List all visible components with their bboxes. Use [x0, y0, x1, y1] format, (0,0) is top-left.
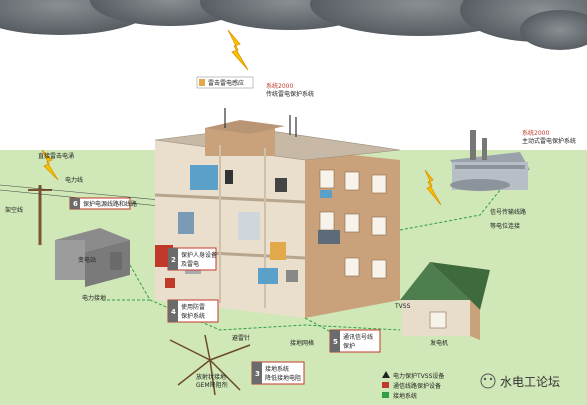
system-left-line2: 传统雷电保护系统	[266, 90, 314, 98]
box-2-line1: 保护人身设备	[181, 251, 217, 259]
box-4: 4 使用防雷 保护系统	[167, 299, 219, 323]
label-ground-power: 电力接地	[82, 294, 106, 302]
watermark: 水电工论坛	[480, 373, 560, 389]
legend-item-1: 电力保护TVSS设备	[393, 372, 444, 380]
label-tvss: TVSS	[394, 303, 411, 310]
legend-item-3: 接地系统	[393, 392, 417, 400]
label-radial-ground: 放射状接地	[196, 373, 226, 381]
label-generator: 发电机	[430, 339, 448, 347]
top-tag-text: 雷击雷电感应	[208, 79, 244, 87]
transformer-station	[55, 228, 130, 287]
label-transformer: 变电站	[78, 256, 96, 264]
system-left-line1: 系统2000	[266, 82, 293, 90]
box-3-line1: 接地系统	[265, 365, 289, 373]
legend-item-2: 通信线路保护设备	[393, 382, 441, 390]
box-3-line2: 降低接地电阻	[265, 374, 301, 382]
svg-text:4: 4	[171, 308, 176, 316]
label-equipotential: 等电位连接	[490, 222, 520, 230]
box-5-line2: 保护	[343, 342, 355, 350]
radial-ground	[169, 334, 251, 396]
legend: 电力保护TVSS设备 通信线路保护设备 接地系统	[382, 371, 444, 400]
label-rod: 避雷针	[232, 334, 250, 342]
svg-text:5: 5	[333, 338, 338, 346]
box-2-line2: 及雷电	[181, 260, 199, 268]
storm-clouds	[0, 0, 587, 50]
factory	[450, 130, 530, 191]
label-ground-grid: 接地网格	[290, 339, 314, 347]
top-tag: 雷击雷电感应	[196, 76, 254, 89]
label-direct-strike: 直接雷击电涌	[38, 152, 74, 160]
watermark-text: 水电工论坛	[500, 375, 560, 389]
generator-house	[400, 262, 490, 340]
box-6: 6 保护电源线路和线路	[69, 197, 137, 210]
box-2: 2 保护人身设备 及雷电	[167, 247, 217, 271]
box-4-line2: 保护系统	[181, 312, 205, 320]
label-power-line: 电力线	[65, 176, 83, 184]
svg-text:2: 2	[171, 256, 176, 264]
system-right-line1: 系统2000	[522, 129, 549, 137]
label-radial-ground2: GEM降阻剂	[196, 381, 228, 389]
main-building	[154, 120, 401, 318]
lightning-bolts	[41, 29, 442, 206]
system-right-line2: 主动式雷电保护系统	[522, 137, 576, 145]
box-5: 5 通讯信号线 保护	[329, 329, 381, 353]
svg-text:3: 3	[255, 370, 260, 378]
box-5-line1: 通讯信号线	[343, 333, 373, 341]
label-signal-line: 信号传输线路	[490, 208, 526, 216]
box-3: 3 接地系统 降低接地电阻	[251, 361, 305, 385]
roof-rods	[224, 108, 297, 137]
label-overhead-line: 架空线	[5, 206, 23, 214]
box-4-line1: 使用防雷	[181, 303, 205, 311]
box-6-text: 保护电源线路和线路	[83, 200, 137, 208]
svg-text:6: 6	[73, 200, 78, 208]
